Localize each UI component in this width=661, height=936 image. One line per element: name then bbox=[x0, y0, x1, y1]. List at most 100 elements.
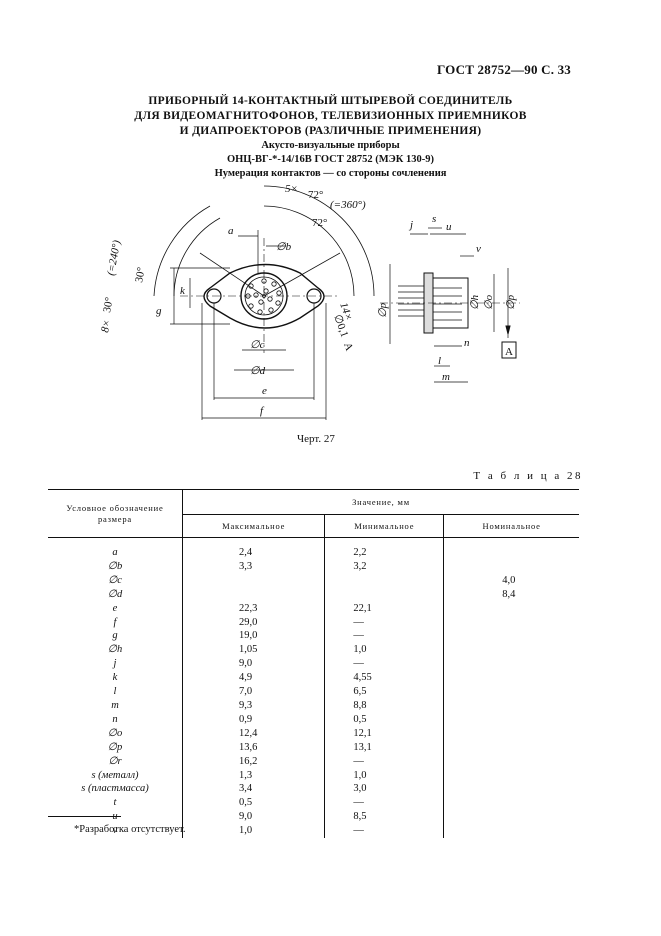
column-header-min: Минимальное bbox=[324, 514, 445, 538]
row-max: 1,0 bbox=[182, 824, 326, 839]
row-designation: g bbox=[48, 629, 183, 644]
row-designation: u bbox=[48, 810, 183, 825]
row-designation: ∅c bbox=[48, 573, 183, 588]
dim-o: ∅o bbox=[483, 294, 495, 310]
connector-front-view bbox=[180, 238, 340, 353]
pins-count: 14× bbox=[337, 301, 355, 322]
top-angle-box-2: 72° bbox=[312, 217, 327, 229]
row-nom bbox=[444, 560, 579, 574]
dim-v: v bbox=[476, 243, 481, 255]
row-min: 3,2 bbox=[324, 559, 445, 574]
tolerance-datum: A bbox=[341, 341, 355, 353]
title-subtitle-1: Акусто-визуальные приборы bbox=[261, 140, 400, 151]
row-nom bbox=[444, 685, 579, 699]
row-max: 2,4 bbox=[182, 537, 326, 560]
row-nom bbox=[444, 810, 579, 824]
row-max: 9,3 bbox=[182, 698, 326, 713]
row-min bbox=[324, 573, 445, 588]
row-min: — bbox=[324, 754, 445, 769]
dim-s: s bbox=[432, 213, 436, 225]
row-max: 0,5 bbox=[182, 796, 326, 811]
row-max: 13,6 bbox=[182, 740, 326, 755]
row-min: 8,5 bbox=[324, 810, 445, 825]
row-min: — bbox=[324, 657, 445, 672]
dim-f: f bbox=[260, 405, 265, 417]
left-angle-box-2: 30° bbox=[133, 266, 147, 283]
row-designation: k bbox=[48, 671, 183, 686]
footnote-divider bbox=[48, 816, 121, 817]
row-min bbox=[324, 587, 445, 602]
dim-b: ∅b bbox=[276, 241, 292, 253]
dim-e: e bbox=[262, 385, 267, 397]
row-min: — bbox=[324, 796, 445, 811]
dim-p-right: ∅p bbox=[505, 294, 517, 310]
row-min: 1,0 bbox=[324, 768, 445, 783]
row-nom bbox=[444, 671, 579, 685]
row-max: 0,9 bbox=[182, 712, 326, 727]
row-max: 9,0 bbox=[182, 657, 326, 672]
row-designation: ∅r bbox=[48, 754, 183, 769]
title-line-1: ПРИБОРНЫЙ 14-КОНТАКТНЫЙ ШТЫРЕВОЙ СОЕДИНИ… bbox=[148, 95, 513, 107]
row-designation: l bbox=[48, 685, 183, 699]
column-header-nom: Номинальное bbox=[443, 514, 579, 538]
row-nom bbox=[444, 769, 579, 783]
row-designation: s (металл) bbox=[48, 768, 183, 783]
row-nom bbox=[444, 699, 579, 713]
row-max: 9,0 bbox=[182, 810, 326, 825]
row-nom: 4,0 bbox=[502, 574, 516, 586]
row-min: 4,55 bbox=[324, 671, 445, 686]
connector-side-view bbox=[380, 227, 520, 383]
row-designation: j bbox=[48, 657, 183, 672]
row-min: 12,1 bbox=[324, 726, 445, 741]
row-max: 29,0 bbox=[182, 615, 326, 630]
row-nom bbox=[444, 643, 579, 657]
datum-a: A bbox=[505, 346, 513, 358]
title-line-2: ДЛЯ ВИДЕОМАГНИТОФОНОВ, ТЕЛЕВИЗИОННЫХ ПРИ… bbox=[134, 110, 527, 122]
top-angle-box: 72° bbox=[308, 189, 323, 201]
column-header-value: Значение, мм bbox=[182, 489, 579, 515]
row-max: 1,05 bbox=[182, 643, 326, 658]
row-designation: ∅b bbox=[48, 559, 183, 574]
row-nom bbox=[444, 538, 579, 560]
dim-d: ∅d bbox=[250, 365, 266, 377]
dim-l: l bbox=[438, 355, 441, 367]
row-min: — bbox=[324, 629, 445, 644]
column-header-designation: Условное обозначение размера bbox=[48, 489, 183, 538]
row-designation: e bbox=[48, 601, 183, 616]
dim-k: k bbox=[180, 285, 186, 297]
dim-m: m bbox=[442, 371, 450, 383]
row-min: 3,0 bbox=[324, 782, 445, 797]
row-nom: 8,4 bbox=[502, 588, 516, 600]
row-nom bbox=[444, 616, 579, 630]
row-designation: a bbox=[48, 537, 183, 560]
row-min: — bbox=[324, 824, 445, 839]
row-nom bbox=[444, 713, 579, 727]
row-min: 8,8 bbox=[324, 698, 445, 713]
row-nom bbox=[444, 824, 579, 838]
dim-h: ∅h bbox=[469, 294, 481, 310]
footnote: *Разработка отсутствует. bbox=[74, 824, 186, 835]
row-min: 22,1 bbox=[324, 601, 445, 616]
dim-n: n bbox=[464, 337, 470, 349]
title-subtitle-3: Нумерация контактов — со стороны сочлене… bbox=[214, 168, 447, 179]
row-max: 3,3 bbox=[182, 559, 326, 574]
dim-c: ∅c bbox=[250, 339, 265, 351]
title-line-3: И ДИАПРОЕКТОРОВ (РАЗЛИЧНЫЕ ПРИМЕНЕНИЯ) bbox=[179, 125, 482, 137]
figure-caption: Черт. 27 bbox=[297, 433, 335, 445]
left-angle-total: (=240°) bbox=[105, 239, 123, 277]
row-max: 16,2 bbox=[182, 754, 326, 769]
dimensions-table: Условное обозначение размера Значение, м… bbox=[48, 489, 579, 839]
row-nom bbox=[444, 657, 579, 671]
dim-p-left: ∅p bbox=[377, 302, 389, 318]
row-designation: s (пластмасса) bbox=[48, 782, 183, 797]
row-designation: v bbox=[48, 824, 183, 839]
row-nom bbox=[444, 755, 579, 769]
